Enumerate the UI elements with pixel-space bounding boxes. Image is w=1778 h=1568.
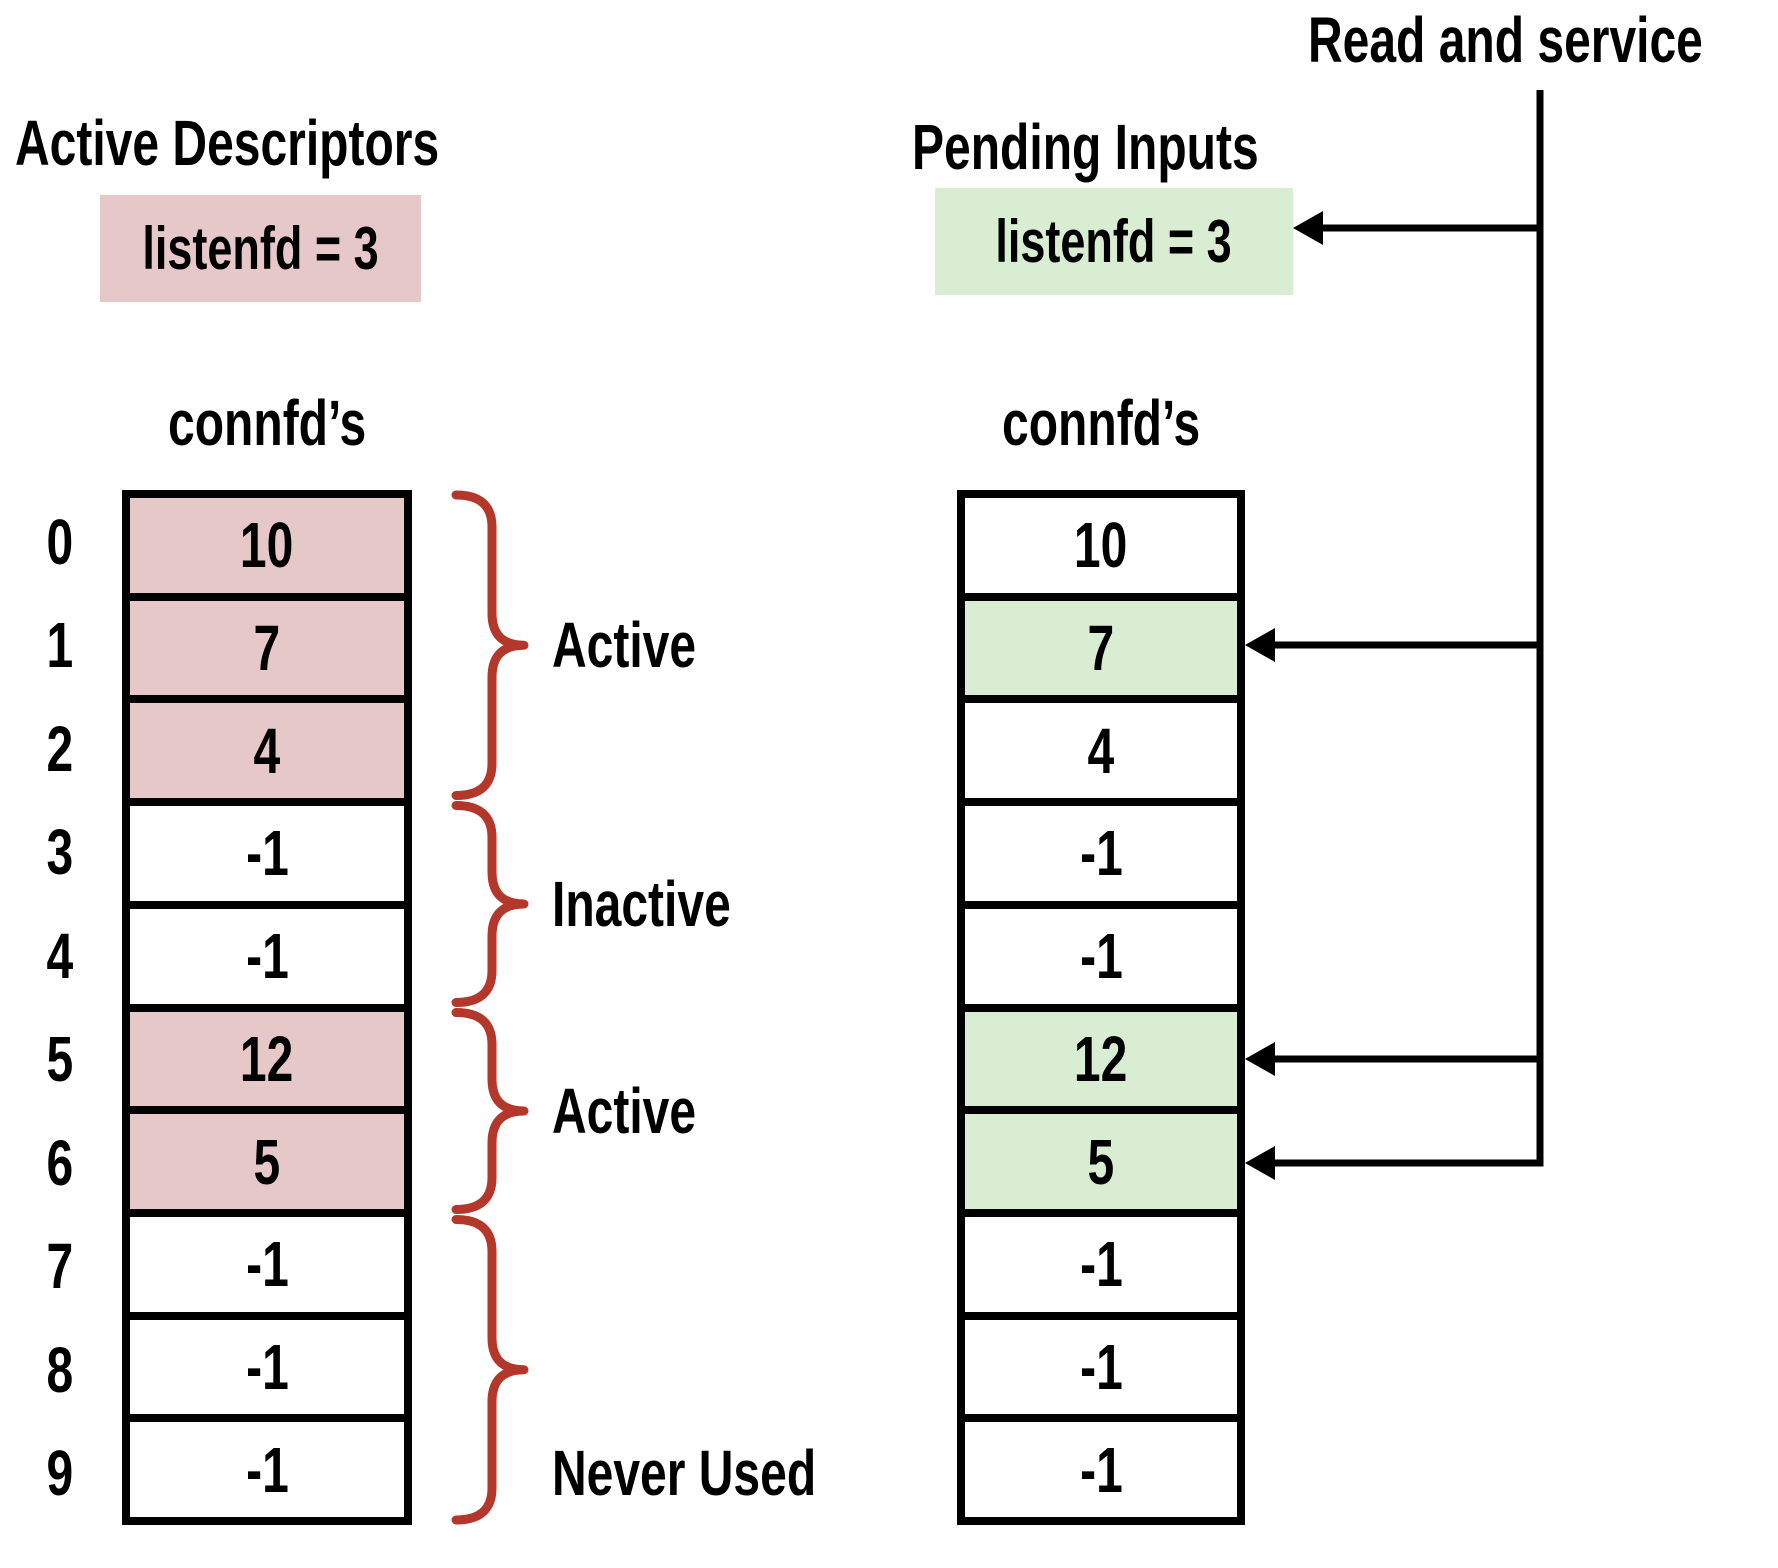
index-label-9: 9 [20, 1422, 100, 1526]
cell-value: -1 [245, 1228, 289, 1301]
cell-value: 5 [1087, 1125, 1115, 1198]
array-cell-3: -1 [965, 798, 1237, 901]
arrowhead-row-6 [1245, 1146, 1275, 1180]
pending-listenfd-box: listenfd = 3 [935, 188, 1293, 295]
right-array-title-text: connfd’s [1001, 387, 1201, 459]
array-cell-8: -1 [130, 1311, 404, 1415]
pending-connfd-array: 10 7 4 -1 -1 12 5 -1 -1 -1 [957, 490, 1245, 1525]
cell-value: 4 [253, 714, 281, 787]
array-cell-5: 12 [965, 1003, 1237, 1107]
cell-value: 5 [253, 1125, 281, 1198]
index-label-5: 5 [20, 1008, 100, 1112]
array-cell-1: 7 [965, 592, 1237, 696]
index-label-0: 0 [20, 490, 100, 594]
group-brace-1 [451, 801, 529, 1007]
cell-value: 7 [253, 612, 281, 685]
cell-value: 4 [1087, 714, 1115, 787]
arrowhead-row-5 [1245, 1042, 1275, 1076]
array-cell-4: -1 [130, 900, 404, 1004]
right-array-title: connfd’s [957, 391, 1245, 455]
index-label-text: 9 [46, 1437, 74, 1510]
array-cell-7: -1 [965, 1208, 1237, 1312]
pending-inputs-title: Pending Inputs [912, 115, 1374, 179]
arrowhead-listenfd-box [1293, 211, 1323, 245]
cell-value: 7 [1087, 612, 1115, 685]
array-cell-8: -1 [965, 1311, 1237, 1415]
index-label-text: 5 [46, 1023, 74, 1096]
read-and-service-label: Read and service [1308, 8, 1778, 72]
array-cell-6: 5 [965, 1106, 1237, 1209]
pending-listenfd-text: listenfd = 3 [995, 208, 1233, 275]
index-label-text: 2 [46, 712, 74, 785]
active-listenfd-text: listenfd = 3 [142, 215, 379, 282]
cell-value: -1 [1079, 1228, 1123, 1301]
left-array-title: connfd’s [122, 391, 412, 455]
array-cell-2: 4 [965, 695, 1237, 798]
array-cell-9: -1 [965, 1414, 1237, 1517]
index-label-text: 3 [46, 816, 74, 889]
group-label-text: Never Used [552, 1437, 817, 1510]
arrowhead-row-1 [1245, 628, 1275, 662]
array-cell-6: 5 [130, 1106, 404, 1209]
index-label-text: 1 [46, 609, 74, 682]
index-label-1: 1 [20, 594, 100, 698]
active-listenfd-box: listenfd = 3 [100, 195, 421, 302]
index-label-6: 6 [20, 1111, 100, 1215]
array-cell-4: -1 [965, 900, 1237, 1004]
active-descriptors-title-text: Active Descriptors [15, 107, 440, 179]
group-label-0: Active [552, 613, 744, 677]
cell-value: 12 [1074, 1022, 1128, 1095]
array-cell-2: 4 [130, 695, 404, 799]
index-label-text: 4 [46, 919, 74, 992]
array-cell-1: 7 [130, 592, 404, 696]
cell-value: -1 [1079, 817, 1123, 890]
cell-value: -1 [245, 817, 289, 890]
active-descriptors-title: Active Descriptors [15, 111, 581, 175]
group-label-1: Inactive [552, 872, 790, 936]
index-label-8: 8 [20, 1318, 100, 1422]
cell-value: -1 [1079, 1330, 1123, 1403]
array-cell-7: -1 [130, 1208, 404, 1312]
cell-value: -1 [1079, 1433, 1123, 1506]
read-and-service-label-text: Read and service [1308, 4, 1703, 76]
group-label-2: Active [552, 1079, 744, 1143]
cell-value: 10 [240, 509, 294, 582]
group-label-text: Active [552, 1075, 697, 1147]
group-label-3: Never Used [552, 1441, 904, 1505]
cell-value: -1 [245, 920, 289, 993]
left-array-title-text: connfd’s [167, 387, 367, 459]
cell-value: -1 [1079, 920, 1123, 993]
cell-value: 10 [1074, 509, 1128, 582]
active-connfd-array: 10 7 4 -1 -1 12 5 -1 -1 -1 [122, 490, 412, 1525]
array-cell-5: 12 [130, 1003, 404, 1107]
array-cell-3: -1 [130, 798, 404, 901]
cell-value: -1 [245, 1433, 289, 1506]
index-label-text: 6 [46, 1126, 74, 1199]
index-label-text: 0 [46, 505, 74, 578]
group-brace-0 [451, 490, 529, 800]
array-cell-9: -1 [130, 1414, 404, 1517]
index-label-7: 7 [20, 1215, 100, 1319]
index-label-text: 8 [46, 1333, 74, 1406]
pending-inputs-title-text: Pending Inputs [912, 111, 1259, 183]
array-cell-0: 10 [130, 498, 404, 593]
group-brace-2 [451, 1008, 529, 1214]
cell-value: -1 [245, 1330, 289, 1403]
group-label-text: Inactive [552, 868, 731, 940]
index-label-4: 4 [20, 904, 100, 1008]
index-label-3: 3 [20, 801, 100, 905]
index-label-2: 2 [20, 697, 100, 801]
group-label-text: Active [552, 609, 697, 682]
group-brace-3 [451, 1215, 529, 1525]
index-label-text: 7 [46, 1230, 74, 1303]
array-cell-0: 10 [965, 498, 1237, 593]
cell-value: 12 [240, 1022, 294, 1095]
